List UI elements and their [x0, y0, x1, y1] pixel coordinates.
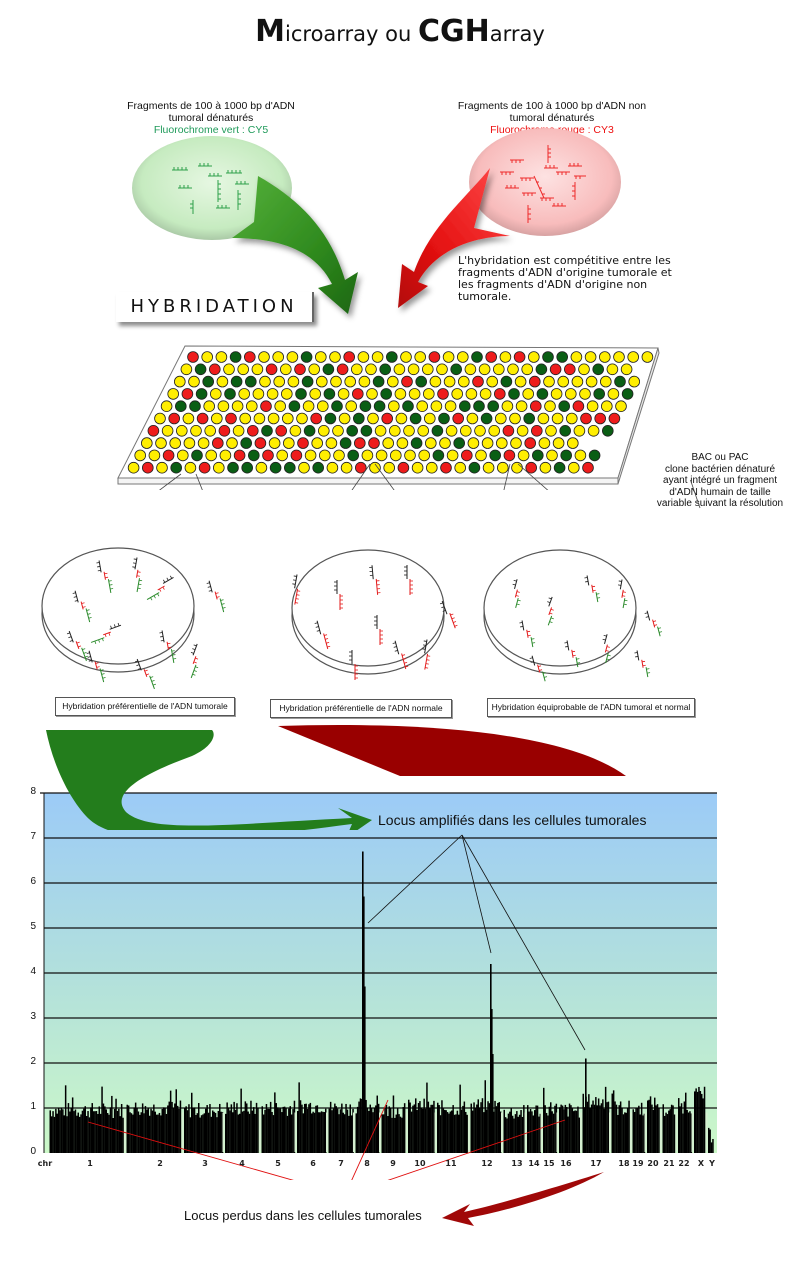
y-tick-2: 2 [30, 1056, 36, 1067]
hybridation-label: HYBRIDATION [116, 292, 314, 322]
red-arrow-icon [398, 168, 510, 308]
y-tick-4: 4 [30, 966, 36, 977]
microarray-slide [117, 345, 660, 490]
bac-pointer-line [690, 480, 701, 509]
dish-tumoral-dna [66, 557, 226, 690]
normal-dna-bubble [469, 128, 621, 236]
green-arrow-icon [232, 176, 358, 314]
x-tick-chr-18: 18 [618, 1159, 630, 1168]
amplified-pointer-lines [367, 834, 586, 1051]
bac-pac-note: BAC ou PAC clone bactérien dénaturé ayan… [640, 452, 800, 510]
y-tick-1: 1 [30, 1101, 36, 1112]
amplified-loci-annotation: Locus amplifiés dans les cellules tumora… [378, 812, 647, 828]
y-tick-8: 8 [30, 786, 36, 797]
competition-note: L'hybridation est compétitive entre les … [458, 254, 672, 303]
cgh-profile-chart [40, 792, 717, 1180]
normal-caption-line1: Fragments de 100 à 1000 bp d'ADN non [457, 100, 647, 112]
x-tick-chr-7: 7 [338, 1159, 344, 1168]
x-tick-chr-12: 12 [481, 1159, 493, 1168]
x-tick-chr-6: 6 [310, 1159, 316, 1168]
zoom-dishes [41, 480, 701, 690]
y-tick-6: 6 [30, 876, 36, 887]
bac-line5: variable suivant la résolution [656, 498, 784, 509]
chart-bars [49, 851, 714, 1153]
bac-line1: BAC ou PAC [691, 452, 749, 463]
zoom-guide-lines [159, 463, 549, 490]
x-tick-chr-5: 5 [275, 1159, 281, 1168]
x-tick-chr-1: 1 [87, 1159, 93, 1168]
microarray-spots [127, 351, 654, 474]
red-small-arrow [442, 1172, 604, 1226]
y-tick-5: 5 [30, 921, 36, 932]
x-tick-chr-3: 3 [202, 1159, 208, 1168]
red-dna-fragments [500, 145, 586, 223]
x-axis-label: chr [37, 1159, 53, 1168]
chromosome-separators [124, 1112, 708, 1152]
y-tick-0: 0 [30, 1146, 36, 1157]
y-tick-7: 7 [30, 831, 36, 842]
chart-arrows [46, 724, 626, 830]
dish-equiprobable-dna [512, 575, 663, 682]
x-tick-chr-19: 19 [632, 1159, 644, 1168]
tumor-sample-caption: Fragments de 100 à 1000 bp d'ADN tumoral… [96, 100, 326, 136]
label-tumoral-preferential: Hybridation préférentielle de l'ADN tumo… [55, 697, 235, 716]
lost-loci-annotation: Locus perdus dans les cellules tumorales [184, 1208, 422, 1223]
x-tick-chr-14: 14 [528, 1159, 540, 1168]
bac-line3: ayant intégré un fragment [663, 475, 777, 486]
tumor-dna-bubble [132, 136, 292, 240]
lost-pointer-lines [87, 1099, 566, 1180]
x-tick-chr-11: 11 [445, 1159, 457, 1168]
tumor-caption-line1: Fragments de 100 à 1000 bp d'ADN [127, 100, 295, 112]
x-tick-chr-22: 22 [678, 1159, 690, 1168]
dish-normal-dna [292, 565, 458, 680]
sample-bubbles-illustration [132, 128, 621, 314]
x-tick-chr-15: 15 [543, 1159, 555, 1168]
x-tick-chr-13: 13 [511, 1159, 523, 1168]
normal-caption-line2: tumoral dénaturés [509, 112, 595, 124]
label-equiprobable: Hybridation équiprobable de l'ADN tumora… [487, 698, 695, 717]
x-tick-chr-4: 4 [239, 1159, 245, 1168]
x-tick-chr-8: 8 [364, 1159, 370, 1168]
x-tick-chr-10: 10 [414, 1159, 426, 1168]
y-tick-3: 3 [30, 1011, 36, 1022]
bac-line4: d'ADN humain de taille [669, 486, 771, 498]
x-tick-chr-9: 9 [390, 1159, 396, 1168]
title-text-1: icroarray ou [285, 22, 418, 46]
green-curved-arrow-icon [46, 730, 372, 830]
x-tick-chr-20: 20 [647, 1159, 659, 1168]
x-tick-chr-Y: Y [709, 1159, 715, 1168]
x-tick-chr-17: 17 [590, 1159, 602, 1168]
tumor-caption-line2: tumoral dénaturés [168, 112, 254, 124]
chart-gridlines [40, 792, 717, 1109]
x-tick-chr-21: 21 [663, 1159, 675, 1168]
red-small-arrow-icon [442, 1172, 604, 1226]
x-tick-chr-X: X [697, 1159, 705, 1168]
tumor-fluorochrome: Fluorochrome vert : CY5 [153, 124, 269, 136]
title-cgh: CGH [418, 14, 490, 49]
page-title: Microarray ou CGHarray [0, 14, 800, 49]
x-tick-chr-2: 2 [157, 1159, 163, 1168]
title-initial-m: M [255, 14, 286, 49]
x-tick-chr-16: 16 [560, 1159, 572, 1168]
bac-line2: clone bactérien dénaturé [664, 463, 776, 475]
red-curved-arrow-icon [278, 724, 626, 776]
green-dna-fragments [172, 163, 249, 214]
label-normal-preferential: Hybridation préférentielle de l'ADN norm… [270, 699, 452, 718]
title-text-2: array [489, 22, 545, 46]
